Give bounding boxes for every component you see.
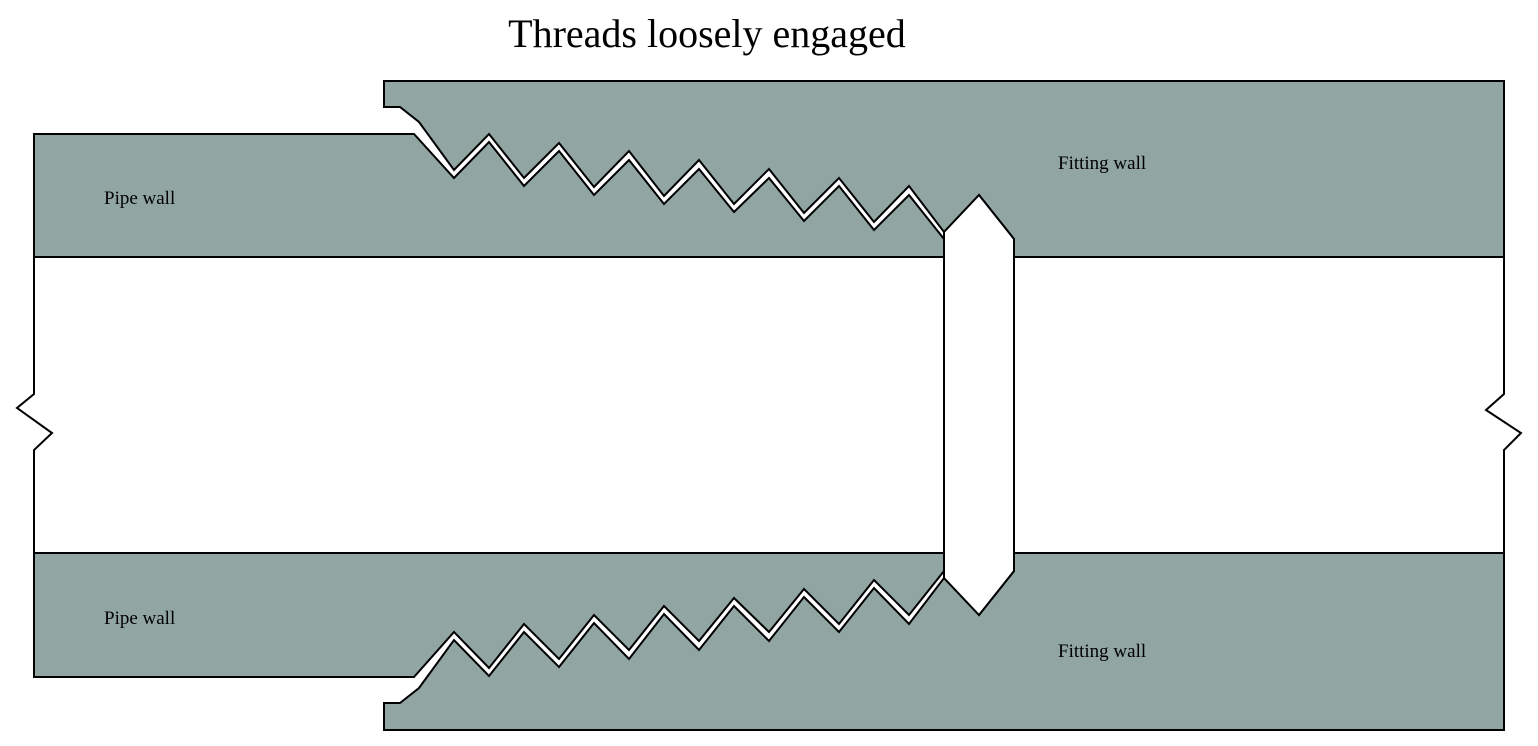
pipe-wall-bottom [33, 552, 945, 678]
pipe-wall-top [33, 133, 945, 258]
fitting-bore [943, 256, 1523, 554]
pipe-bore [15, 256, 945, 554]
fitting-wall-bottom-label: Fitting wall [1058, 641, 1146, 662]
thread-gap-void [943, 193, 1015, 617]
diagram-title: Threads loosely engaged [508, 11, 906, 56]
pipe-wall-top-label: Pipe wall [104, 188, 175, 209]
fitting-wall-top-label: Fitting wall [1058, 153, 1146, 174]
pipe-wall-bottom-label: Pipe wall [104, 608, 175, 629]
